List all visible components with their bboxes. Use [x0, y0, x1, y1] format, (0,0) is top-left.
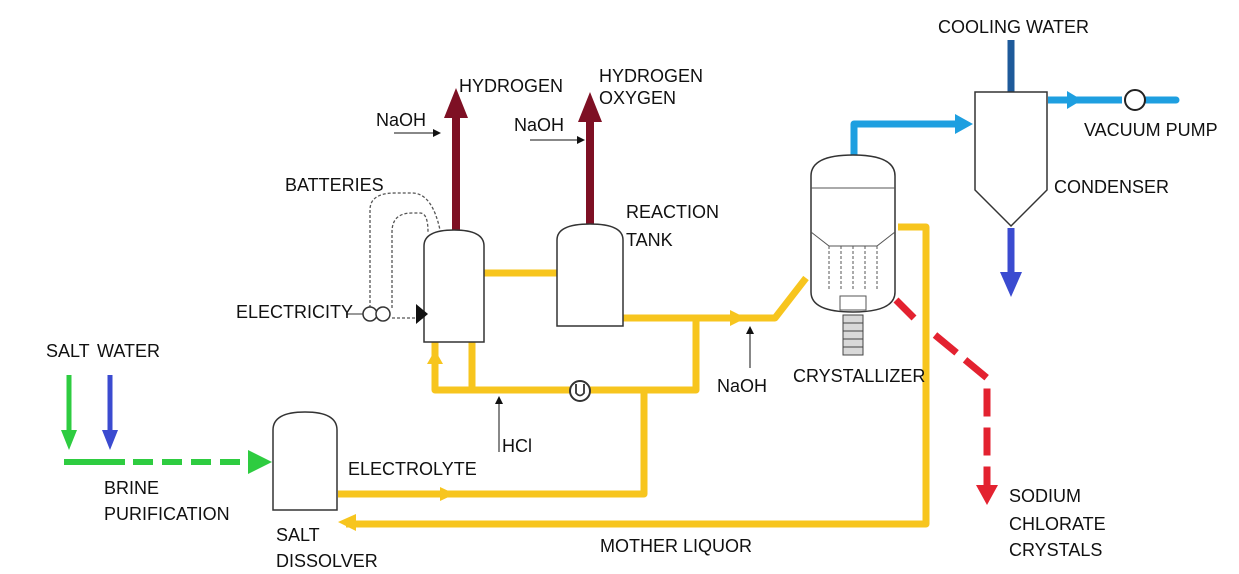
- condenser-label: CONDENSER: [1054, 177, 1169, 197]
- salt-feed-arrow: [61, 430, 77, 450]
- equipment: [272, 91, 1048, 511]
- sodium-label: SODIUM: [1009, 486, 1081, 506]
- crystals-arrow: [976, 485, 998, 505]
- salt-dissolver-label: SALT: [276, 525, 320, 545]
- naoh-1-label: NaOH: [376, 110, 426, 130]
- crystallizer-internals: [810, 187, 896, 311]
- crystals-label: CRYSTALS: [1009, 540, 1102, 560]
- chlorate-label: CHLORATE: [1009, 514, 1106, 534]
- electricity-label: ELECTRICITY: [236, 302, 353, 322]
- water-label: WATER: [97, 341, 160, 361]
- vapor-to-condenser-line: [850, 120, 958, 155]
- tank-label: TANK: [626, 230, 673, 250]
- mother-liquor-arrow: [338, 514, 356, 531]
- electrolyte-label: ELECTROLYTE: [348, 459, 477, 479]
- process-lines: [338, 223, 930, 528]
- injection-arrows: [394, 129, 754, 452]
- purification-label: PURIFICATION: [104, 504, 230, 524]
- salt-dissolver-vessel: [272, 411, 338, 511]
- crystallizer-label: CRYSTALLIZER: [793, 366, 925, 386]
- brine-label: BRINE: [104, 478, 159, 498]
- cooling-water-label: COOLING WATER: [938, 17, 1089, 37]
- hydrogen-arrow: [444, 88, 468, 118]
- reaction-label: REACTION: [626, 202, 719, 222]
- salt-label: SALT: [46, 341, 90, 361]
- recycle-header-line: [431, 318, 700, 394]
- vacuum-pump-label: VACUUM PUMP: [1084, 120, 1218, 140]
- cell-power-arrow: [416, 304, 428, 324]
- pump-arrow: [1067, 91, 1082, 109]
- process-arrowheads: [338, 310, 746, 531]
- reaction-tank-vessel: [556, 223, 624, 327]
- gas-lines: [444, 88, 602, 232]
- labels: COOLING WATER HYDROGEN HYDROGEN OXYGEN N…: [46, 17, 1218, 571]
- water-feed-arrow: [102, 430, 118, 450]
- cell-inlet-arrow: [427, 350, 443, 364]
- batteries-label: BATTERIES: [285, 175, 384, 195]
- brine-arrow: [248, 450, 272, 474]
- condenser-vessel: [974, 91, 1048, 228]
- electrolytic-cell-vessel: [423, 229, 485, 343]
- agitator-motor-icon: [842, 314, 864, 356]
- hydrogen-label: HYDROGEN: [459, 76, 563, 96]
- product-lines: [893, 297, 998, 505]
- naoh-3-label: NaOH: [717, 376, 767, 396]
- dissolver-label: DISSOLVER: [276, 551, 378, 571]
- mother-liquor-label: MOTHER LIQUOR: [600, 536, 752, 556]
- feed-lines: [61, 375, 272, 474]
- electrolyte-arrow: [440, 487, 455, 501]
- oxygen-label: OXYGEN: [599, 88, 676, 108]
- naoh-2-label: NaOH: [514, 115, 564, 135]
- hydrogen-2-label: HYDROGEN: [599, 66, 703, 86]
- condensate-arrow: [1000, 272, 1022, 297]
- mother-liquor-line: [346, 223, 930, 528]
- hcl-label: HCl: [502, 436, 532, 456]
- crystallizer-outlet-line: [893, 297, 917, 321]
- vapor-arrow: [955, 114, 973, 134]
- vacuum-pump-icon: [1124, 89, 1146, 111]
- tank-to-crystallizer-line: [623, 275, 809, 322]
- hydrogen-oxygen-arrow: [578, 92, 602, 122]
- control-valve-icon: [569, 380, 591, 402]
- crystallizer-vessel: [810, 154, 896, 313]
- crystallizer-feed-arrow: [730, 310, 746, 326]
- crystal-discharge-line: [932, 332, 991, 490]
- transformer-icon: [362, 306, 391, 322]
